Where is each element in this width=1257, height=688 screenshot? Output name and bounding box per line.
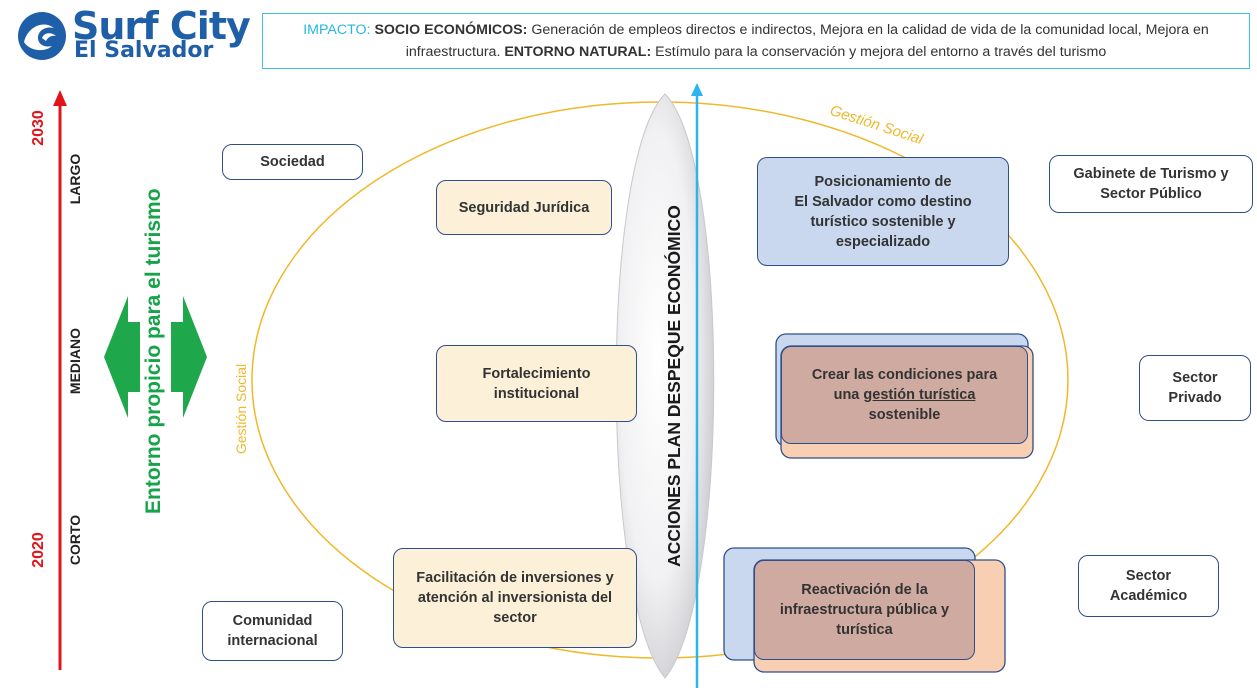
year-2030: 2030	[30, 110, 47, 146]
term-mediano: MEDIANO	[67, 327, 83, 395]
action-seguridad-juridica: Seguridad Jurídica	[436, 180, 612, 235]
term-corto: CORTO	[67, 514, 83, 566]
privado-line2: Privado	[1168, 390, 1222, 406]
facilitacion-line1: Facilitación de inversiones y	[416, 570, 614, 586]
stakeholder-sector-academico: Sector Académico	[1078, 555, 1219, 617]
socio-text: Generación de empleos directos e indirec…	[405, 22, 1209, 60]
action-posicionamiento: Posicionamiento de El Salvador como dest…	[757, 157, 1009, 266]
academico-line1: Sector	[1125, 568, 1172, 584]
entorno-text: Estímulo para la conservación y mejora d…	[655, 44, 1107, 60]
stakeholder-sociedad: Sociedad	[222, 144, 363, 180]
sociedad-label: Sociedad	[260, 154, 325, 170]
posicionamiento-line3: turístico sostenible y	[810, 213, 956, 230]
academico-line2: Académico	[1109, 588, 1188, 604]
entorno-label: ENTORNO NATURAL:	[504, 44, 652, 60]
action-fortalecimiento-institucional: Fortalecimiento institucional	[436, 345, 637, 422]
center-axis-label: ACCIONES PLAN DESPEQUE ECONÓMICO	[664, 205, 684, 567]
reactivacion-line1: Reactivación de la	[801, 582, 928, 598]
action-facilitacion-inversiones: Facilitación de inversiones y atención a…	[393, 548, 637, 648]
term-largo: LARGO	[67, 153, 83, 205]
wave-logo-icon	[18, 12, 66, 60]
seguridad-label: Seguridad Jurídica	[458, 199, 590, 216]
stakeholder-gabinete: Gabinete de Turismo y Sector Público	[1049, 155, 1253, 213]
posicionamiento-line1: Posicionamiento de	[814, 173, 952, 190]
stakeholder-sector-privado: Sector Privado	[1139, 355, 1251, 421]
center-axis-arrow	[691, 83, 703, 688]
facilitacion-line2: atención al inversionista del	[417, 590, 613, 606]
crear-line2-prefix: una	[833, 387, 864, 403]
crear-line2: una gestión turística	[834, 385, 976, 405]
logo-subtitle: El Salvador	[74, 38, 214, 63]
logo-title: Surf City	[72, 4, 251, 48]
fortalecimiento-line2: institucional	[493, 385, 580, 402]
reactivacion-line3: turística	[836, 622, 893, 638]
stakeholder-comunidad-internacional: Comunidad internacional	[202, 601, 343, 661]
gabinete-line2: Sector Público	[1100, 186, 1202, 202]
action-reactivacion: Reactivación de la infraestructura públi…	[754, 560, 975, 660]
gestion-social-left-label: Gestión Social	[233, 363, 249, 455]
gabinete-line1: Gabinete de Turismo y	[1073, 166, 1229, 182]
crear-line2-underlined: gestión turística	[863, 387, 976, 403]
reactivacion-line2: infraestructura pública y	[779, 602, 950, 618]
posicionamiento-line4: especializado	[835, 233, 931, 250]
fortalecimiento-line1: Fortalecimiento	[482, 365, 591, 382]
privado-line1: Sector	[1172, 370, 1218, 386]
green-double-arrow-icon	[104, 296, 207, 418]
impact-label: IMPACTO:	[303, 22, 371, 38]
facilitacion-line3: sector	[493, 610, 537, 626]
entorno-propicio-label: Entorno propicio para el turismo	[142, 188, 165, 514]
socio-label: SOCIO ECONÓMICOS:	[374, 22, 528, 38]
comunidad-line1: Comunidad	[232, 613, 313, 629]
action-crear-condiciones: Crear las condiciones para una gestión t…	[781, 346, 1028, 444]
surf-city-logo: Surf City El Salvador	[6, 4, 256, 66]
year-2020: 2020	[30, 532, 47, 568]
posicionamiento-line2: El Salvador como destino	[794, 193, 972, 210]
timeline-arrow	[53, 90, 67, 670]
crear-line3: sostenible	[868, 407, 941, 423]
impact-box: IMPACTO: SOCIO ECONÓMICOS: Generación de…	[262, 13, 1250, 69]
crear-line1: Crear las condiciones para	[811, 367, 998, 383]
center-lens-shape	[615, 93, 715, 679]
comunidad-line2: internacional	[227, 633, 318, 649]
